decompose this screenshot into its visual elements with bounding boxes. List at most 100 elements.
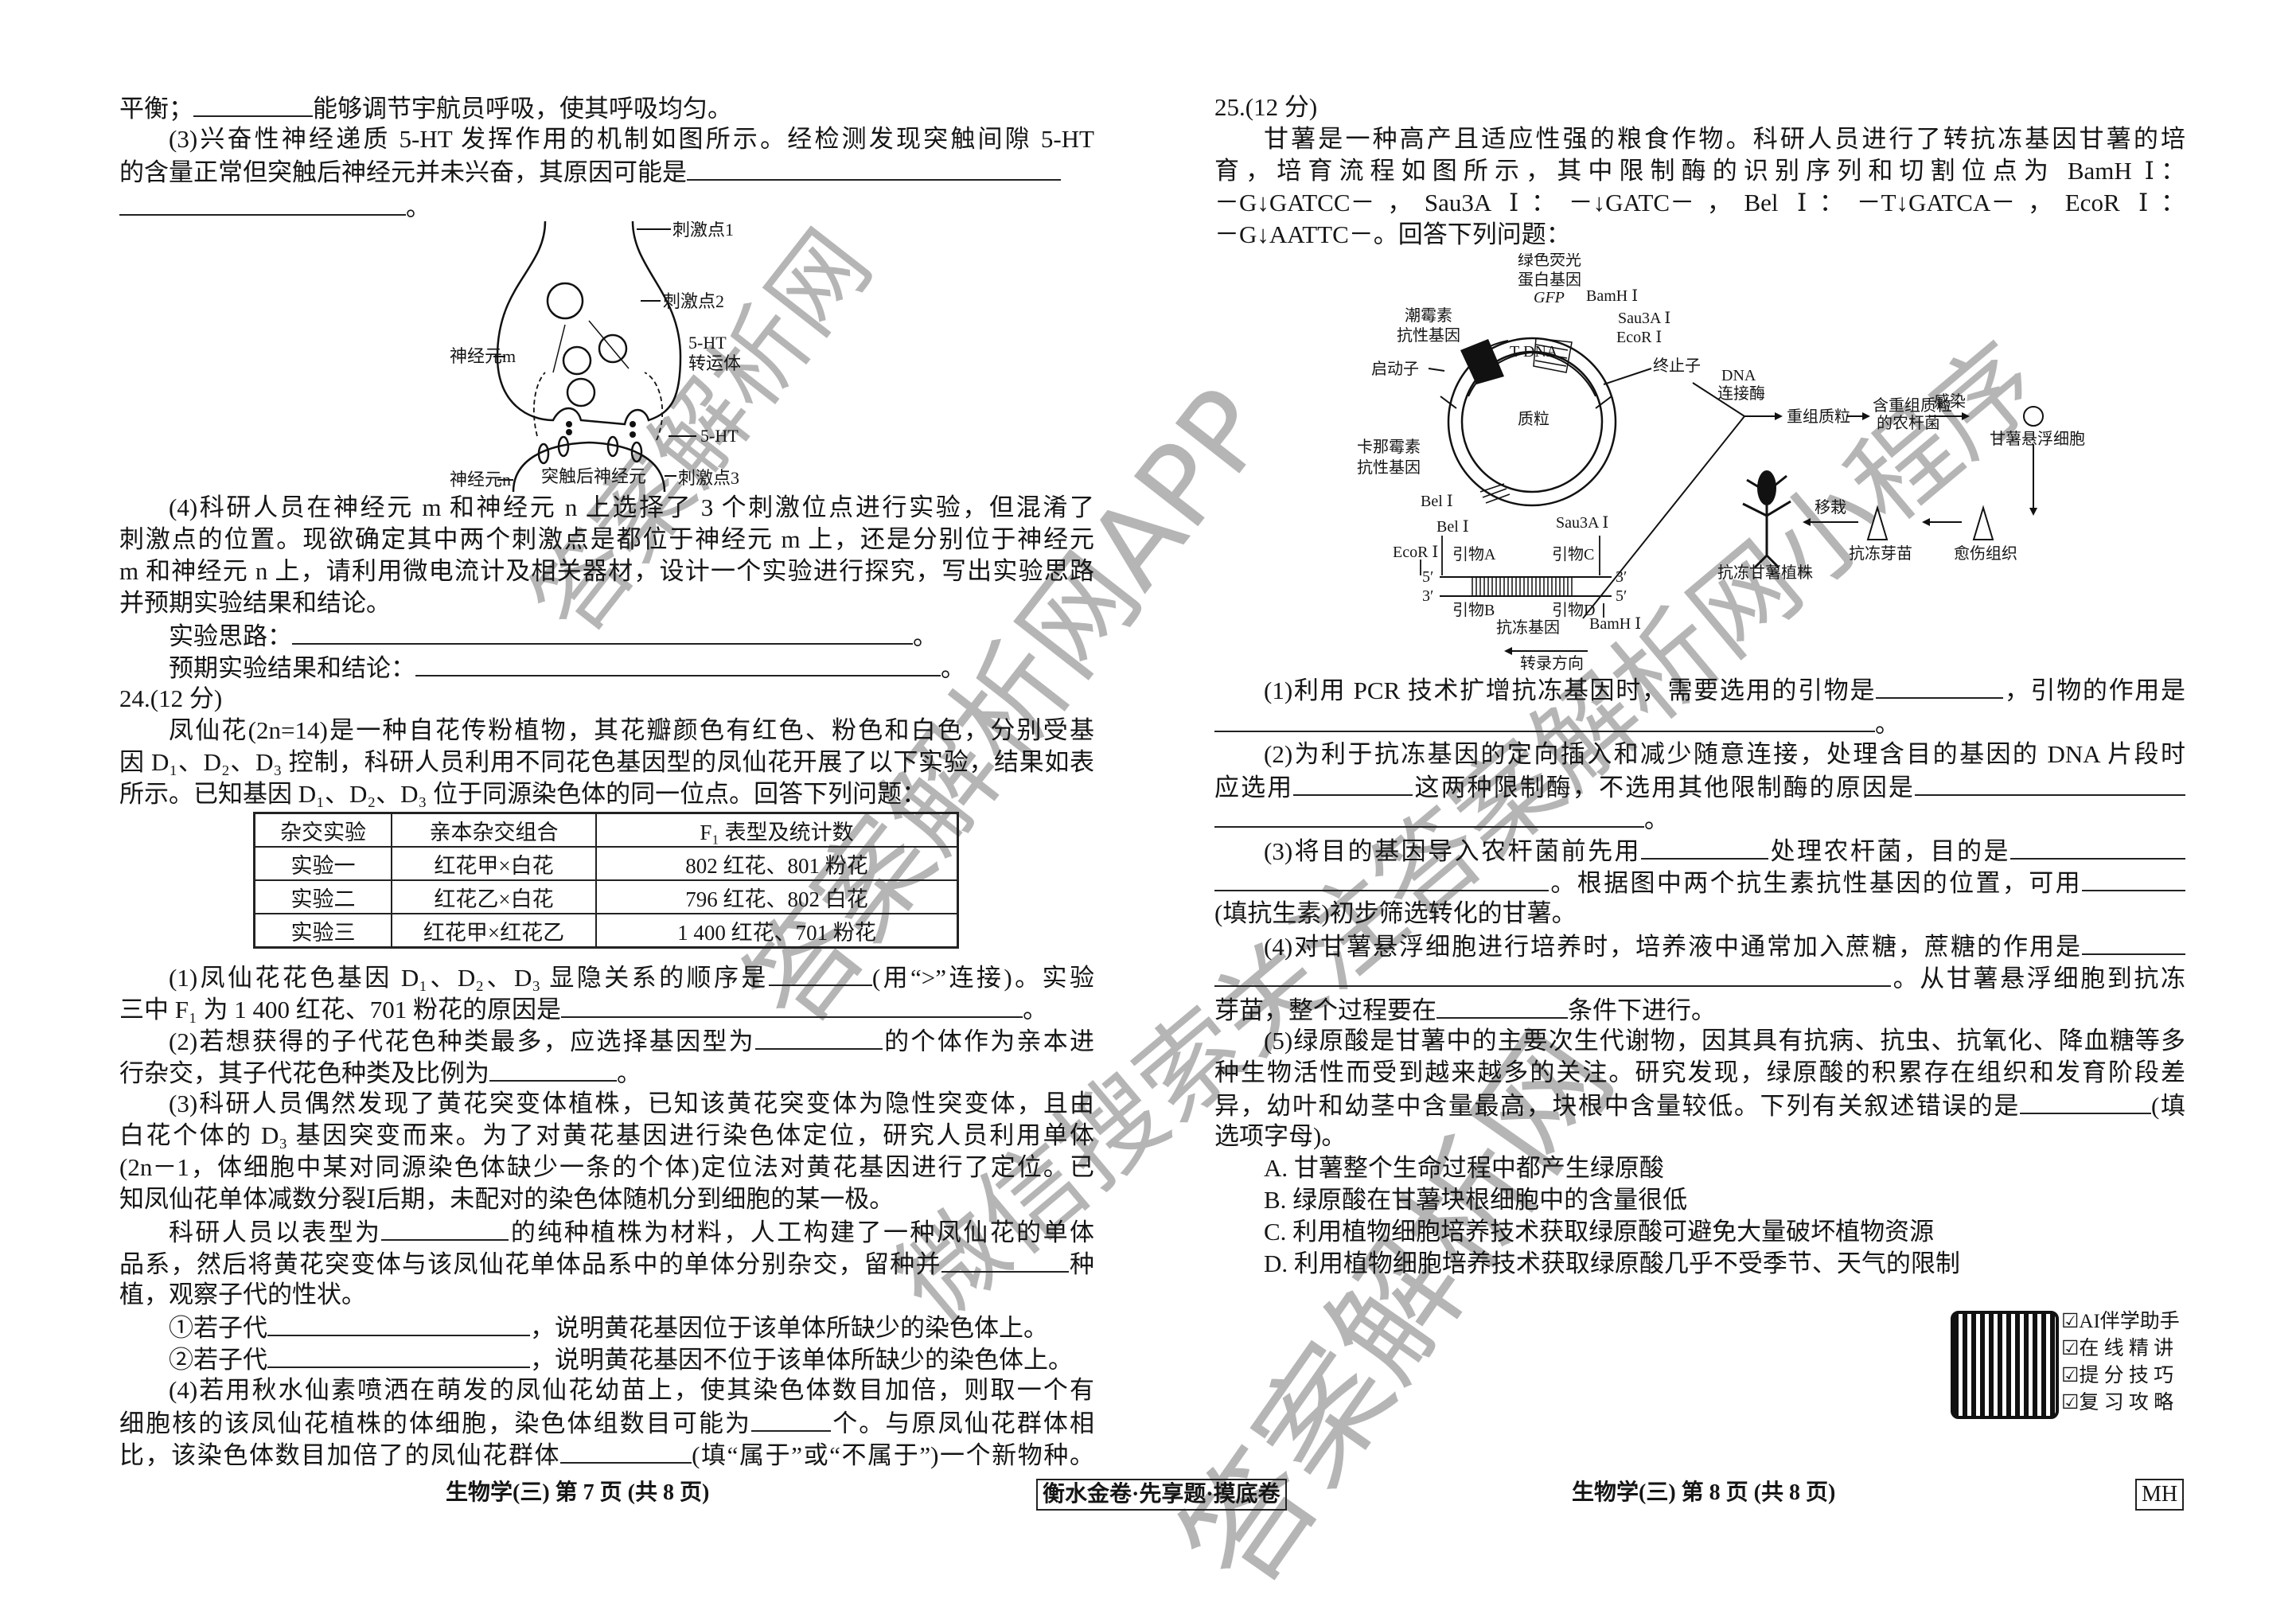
text: 个。与原凤仙花群体相 — [831, 1409, 1095, 1437]
answer-blank[interactable] — [267, 1343, 530, 1368]
label-postsynaptic-neuron: 突触后神经元 — [541, 466, 646, 486]
label-hygromycin-resistance: 抗性基因 — [1397, 326, 1460, 345]
label-dna-ligase: 连接酶 — [1717, 384, 1765, 403]
answer-blank[interactable] — [941, 1247, 1069, 1273]
answer-blank[interactable] — [687, 155, 1061, 181]
question-text: (2)为利于抗冻基因的定向插入和减少随意连接，处理含目的基因的 DNA 片段时 — [1264, 740, 2185, 768]
text: 的个体作为亲本进 — [882, 1027, 1094, 1055]
qr-label: ☑提 分 技 巧 — [2061, 1365, 2174, 1386]
label-5-prime: 5′ — [1616, 587, 1627, 605]
question-text: (4)科研人员在神经元 m 和神经元 n 上选择了 3 个刺激位点进行实验，但混… — [169, 493, 1094, 521]
table-header: F₁ 表型及统计数 — [595, 812, 959, 848]
answer-blank[interactable] — [2020, 1089, 2152, 1114]
label-ecori: EcoR Ⅰ — [1393, 544, 1438, 561]
synapse-diagram: 刺激点1 刺激点2 神经元m 5-HT 转运体 5-HT 神经元n 突触后神经元… — [450, 221, 741, 492]
answer-blank[interactable] — [754, 1024, 883, 1050]
table-cell: 红花乙×白花 — [391, 879, 597, 914]
answer-blank[interactable] — [1293, 770, 1413, 796]
text: ，说明黄花基因不位于该单体所缺少的染色体上。 — [530, 1346, 1073, 1374]
label-agrobacterium: 的农杆菌 — [1877, 414, 1940, 432]
text: 。 — [913, 622, 938, 650]
question-text: 刺激点的位置。现欲确定其中两个刺激点是都位于神经元 m 上，还是分别位于神经元 — [119, 525, 1094, 553]
text: 种 — [1068, 1250, 1095, 1278]
label-infect: 感染 — [1934, 392, 1966, 411]
answer-blank[interactable] — [1876, 673, 2004, 699]
text: (1)凤仙花花色基因 D₁、D₂、D₃ 显隐关系的顺序是 — [169, 964, 769, 992]
label-recombinant-plasmid: 重组质粒 — [1787, 407, 1850, 426]
question-text: －G↓AATTC－。回答下列问题： — [1214, 220, 1571, 248]
text: 。 — [617, 1059, 641, 1087]
qr-code[interactable] — [1951, 1311, 2059, 1419]
label-primer-a: 引物A — [1452, 545, 1496, 563]
answer-blank[interactable] — [415, 651, 941, 676]
text: 。 — [1644, 805, 1669, 833]
question-text: 凤仙花(2n=14)是一种自花传粉植物，其花瓣颜色有红色、粉色和白色，分别受基 — [169, 716, 1094, 744]
label-3-prime: 3′ — [1422, 587, 1433, 605]
answer-blank[interactable] — [1214, 707, 1875, 732]
label-primer-d: 引物D — [1552, 601, 1595, 619]
question-text: 因 D₁、D₂、D₃ 控制，科研人员利用不同花色基因型的凤仙花开展了以下实验，结… — [119, 748, 1094, 776]
answer-blank[interactable] — [2010, 834, 2185, 860]
answer-blank[interactable] — [2082, 930, 2185, 955]
label-ecori: EcoR Ⅰ — [1616, 329, 1662, 346]
label-5ht: 5-HT — [700, 426, 739, 446]
answer-blank[interactable] — [193, 92, 313, 117]
table-cell: 实验一 — [253, 846, 392, 881]
label-kanamycin-resistance: 卡那霉素 — [1357, 438, 1421, 456]
answer-blank[interactable] — [489, 1056, 617, 1082]
text: 的含量正常但突触后神经元并未兴奋，其原因可能是 — [119, 158, 687, 186]
label-5ht-transporter: 转运体 — [688, 353, 741, 373]
answer-blank[interactable] — [1214, 961, 1891, 987]
question-number: 25.(12 分) — [1214, 93, 1318, 121]
question-number: 24.(12 分) — [119, 684, 223, 712]
answer-blank[interactable] — [1641, 834, 1769, 860]
answer-blank[interactable] — [561, 992, 1023, 1018]
text: 行杂交，其子代花色种类及比例为 — [119, 1059, 489, 1087]
label-bamhi: BamH Ⅰ — [1586, 287, 1638, 305]
text: 科研人员以表型为 — [169, 1218, 382, 1246]
table-cell: 实验三 — [253, 913, 392, 949]
answer-blank[interactable] — [751, 1406, 832, 1432]
label-transplant: 移栽 — [1815, 498, 1846, 517]
answer-blank[interactable] — [267, 1311, 530, 1336]
option-b: B. 绿原酸在甘薯块根细胞中的含量很低 — [1264, 1186, 1688, 1214]
text: 三中 F₁ 为 1 400 红花、701 粉花的原因是 — [119, 996, 562, 1023]
left-column-bottom: (1)凤仙花花色基因 D₁、D₂、D₃ 显隐关系的顺序是(用“>”连接)。实验 … — [119, 961, 1094, 1470]
text: (用“>”连接)。实验 — [871, 964, 1094, 992]
text: 比，该染色体数目加倍了的凤仙花群体 — [119, 1441, 561, 1469]
answer-blank[interactable] — [1436, 993, 1568, 1019]
answer-blank[interactable] — [381, 1215, 509, 1241]
question-text: 种生物活性而受到越来越多的关注。研究发现，绿原酸的积累存在组织和发育阶段差 — [1214, 1059, 2185, 1086]
answer-blank[interactable] — [1214, 802, 1644, 828]
label-plant: 抗冻甘薯植株 — [1717, 563, 1813, 582]
question-text: (3)兴奋性神经递质 5-HT 发挥作用的机制如图所示。经检测发现突触间隙 5-… — [169, 125, 1094, 153]
text: 处理农杆菌，目的是 — [1768, 837, 2010, 865]
question-text: 植，观察子代的性状。 — [119, 1281, 366, 1308]
qr-label: ☑复 习 攻 略 — [2061, 1392, 2174, 1413]
answer-blank[interactable] — [292, 619, 913, 645]
text: 。 — [941, 654, 965, 682]
label-kanamycin-resistance: 抗性基因 — [1357, 458, 1421, 477]
answer-blank[interactable] — [2082, 866, 2185, 891]
label-suspension-cells: 甘薯悬浮细胞 — [1990, 430, 2085, 448]
text: 。根据图中两个抗生素抗性基因的位置，可用 — [1549, 869, 2082, 897]
text: 条件下进行。 — [1568, 996, 1716, 1024]
question-text: －G↓GATCC－，Sau3A Ⅰ：－↓GATC－，Bel Ⅰ：－T↓GATCA… — [1214, 189, 2185, 216]
label-stimulus-2: 刺激点2 — [663, 291, 724, 311]
label-bamhi: BamH Ⅰ — [1589, 615, 1641, 633]
answer-blank[interactable] — [560, 1438, 692, 1464]
answer-blank[interactable] — [1915, 770, 2186, 796]
answer-blank[interactable] — [768, 961, 872, 986]
text: 芽苗，整个过程要在 — [1214, 996, 1436, 1024]
text: ②若子代 — [169, 1346, 267, 1374]
label-sau3ai: Sau3A Ⅰ — [1556, 514, 1608, 532]
answer-blank[interactable] — [119, 190, 406, 216]
table-cell: 1 400 红花、701 粉花 — [595, 913, 959, 949]
text: 能够调节宇航员呼吸，使其呼吸均匀。 — [313, 95, 732, 123]
question-text: (4)若用秋水仙素喷洒在萌发的凤仙花幼苗上，使其染色体数目加倍，则取一个有 — [169, 1376, 1094, 1404]
text: (4)对甘薯悬浮细胞进行培养时，培养液中通常加入蔗糖，蔗糖的作用是 — [1264, 933, 2082, 961]
right-column-top: 25.(12 分) 甘薯是一种高产且适应性强的粮食作物。科研人员进行了转抗冻基因… — [1214, 92, 2185, 251]
answer-blank[interactable] — [1214, 866, 1549, 891]
